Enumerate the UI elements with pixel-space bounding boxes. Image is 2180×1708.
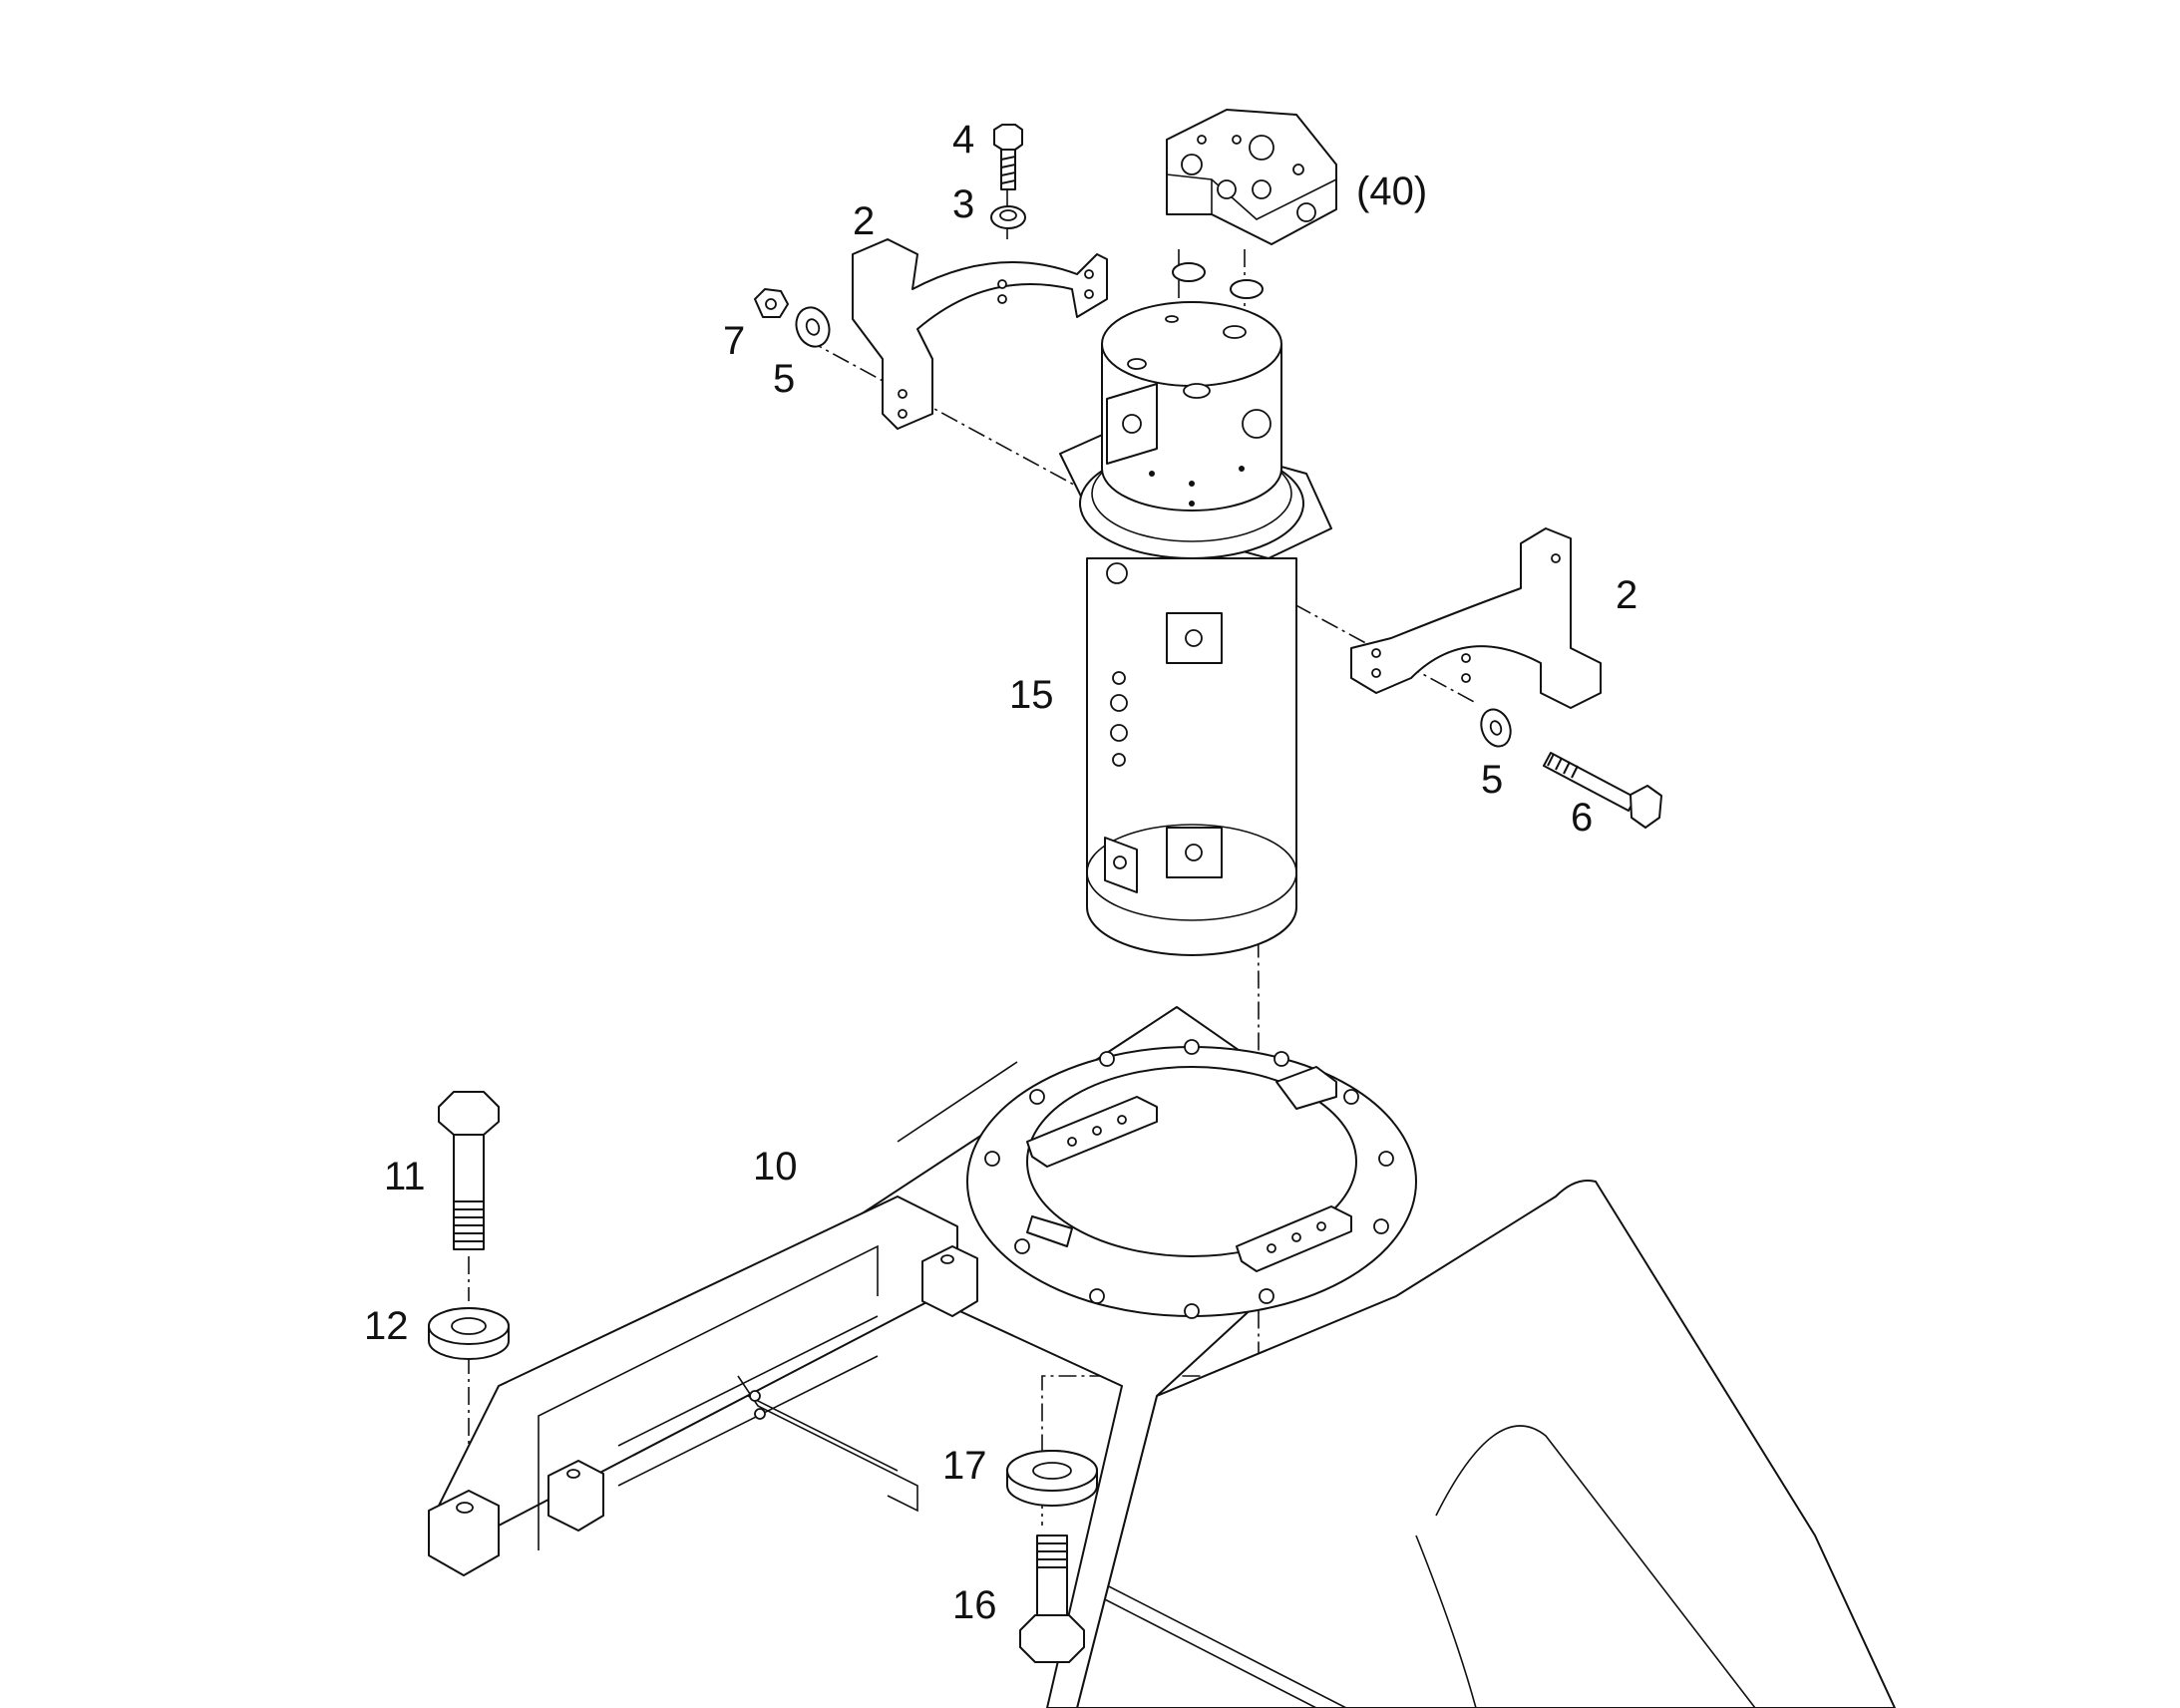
nut-7 bbox=[754, 288, 789, 318]
washer-17 bbox=[1006, 1450, 1098, 1507]
washer-12 bbox=[428, 1307, 510, 1360]
ring-bolts bbox=[984, 1039, 1394, 1319]
callout-2-top: 2 bbox=[853, 199, 875, 243]
callout-5-right: 5 bbox=[1481, 758, 1503, 802]
bolt-4 bbox=[993, 124, 1023, 190]
washer-3 bbox=[990, 205, 1026, 229]
callout-10: 10 bbox=[753, 1145, 798, 1189]
washer-5-right bbox=[1480, 708, 1512, 748]
clamp-bracket-2-right bbox=[1350, 527, 1602, 709]
callout-5-left: 5 bbox=[773, 357, 795, 401]
washer-5-left bbox=[795, 306, 831, 348]
rotary-joint-15 bbox=[1059, 301, 1332, 956]
bolt-11 bbox=[438, 1091, 500, 1250]
callout-labels: 4 3 2 (40) 7 5 2 15 5 6 11 10 12 17 16 bbox=[364, 118, 1637, 1627]
bolt-16 bbox=[1019, 1535, 1085, 1663]
bolt-6 bbox=[1543, 752, 1662, 829]
callout-12: 12 bbox=[364, 1304, 409, 1348]
callout-16: 16 bbox=[952, 1583, 997, 1627]
clamp-bracket-2-top bbox=[852, 238, 1108, 430]
base-frame-10 bbox=[428, 1006, 1896, 1708]
assembly-centerlines bbox=[468, 160, 1477, 1526]
callout-4: 4 bbox=[952, 118, 974, 162]
callout-17: 17 bbox=[942, 1444, 987, 1488]
callout-6: 6 bbox=[1571, 796, 1593, 840]
callout-15: 15 bbox=[1009, 673, 1054, 717]
callout-2-right: 2 bbox=[1616, 573, 1637, 617]
callout-7: 7 bbox=[723, 319, 745, 363]
callout-11: 11 bbox=[384, 1155, 426, 1198]
manifold-block-40 bbox=[1166, 109, 1337, 299]
callout-40: (40) bbox=[1356, 170, 1427, 213]
callout-3: 3 bbox=[952, 182, 974, 226]
